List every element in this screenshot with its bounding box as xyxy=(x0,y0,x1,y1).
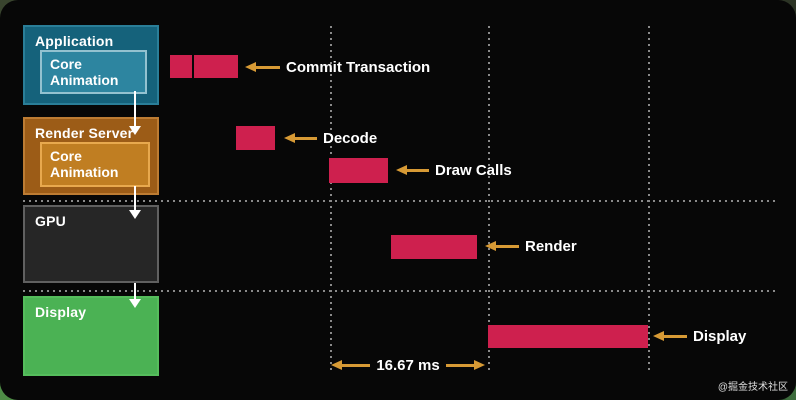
right-arrow-icon xyxy=(474,360,486,370)
stage-application: Application Core Animation xyxy=(23,25,159,105)
callout-decode-label: Decode xyxy=(323,129,378,147)
callout-display: Display xyxy=(653,327,746,345)
stage-application-label: Application xyxy=(35,33,114,49)
bar-decode xyxy=(236,126,275,150)
callout-display-label: Display xyxy=(693,327,747,345)
render-server-core-animation-box: Core Animation xyxy=(40,142,150,187)
callout-draw-calls: Draw Calls xyxy=(396,161,512,179)
flow-arrow-app-to-render-head-icon xyxy=(129,126,141,135)
row-divider-render-gpu xyxy=(23,200,778,202)
callout-render: Render xyxy=(485,237,577,255)
arrow-shaft xyxy=(295,136,317,140)
flow-arrow-gpu-to-display-head-icon xyxy=(129,299,141,308)
stage-display: Display xyxy=(23,296,159,376)
bar-display xyxy=(488,325,648,348)
callout-draw-calls-label: Draw Calls xyxy=(435,161,512,179)
application-core-animation-box: Core Animation xyxy=(40,50,147,94)
frame-interval-label: 16.67 ms xyxy=(376,356,440,374)
frame-interval-annotation: 16.67 ms xyxy=(331,356,486,374)
left-arrow-icon xyxy=(331,360,342,370)
arrow-shaft xyxy=(342,363,371,367)
bar-render xyxy=(391,235,477,259)
application-core-animation-label: Core Animation xyxy=(50,56,119,88)
arrow-shaft xyxy=(664,334,687,338)
bar-commit-transaction-segment-1 xyxy=(170,55,192,78)
arrow-shaft xyxy=(496,244,519,248)
bar-draw-calls xyxy=(329,158,388,183)
arrow-shaft xyxy=(407,168,429,172)
left-arrow-icon xyxy=(396,165,407,175)
stage-render-server-label: Render Server xyxy=(35,125,134,141)
bar-commit-transaction-segment-2 xyxy=(194,55,238,78)
render-server-core-animation-label: Core Animation xyxy=(50,148,119,180)
flow-arrow-render-to-gpu-shaft xyxy=(134,186,136,210)
left-arrow-icon xyxy=(245,62,256,72)
watermark: @掘金技术社区 xyxy=(717,382,788,393)
stage-display-label: Display xyxy=(35,304,87,320)
callout-decode: Decode xyxy=(284,129,377,147)
left-arrow-icon xyxy=(485,241,496,251)
flow-arrow-app-to-render-shaft xyxy=(134,91,136,126)
row-divider-gpu-display xyxy=(23,290,778,292)
callout-commit-transaction: Commit Transaction xyxy=(245,58,430,76)
flow-arrow-render-to-gpu-head-icon xyxy=(129,210,141,219)
callout-commit-transaction-label: Commit Transaction xyxy=(286,58,431,76)
arrow-shaft xyxy=(256,65,280,69)
arrow-shaft xyxy=(445,363,475,367)
left-arrow-icon xyxy=(653,331,664,341)
left-arrow-icon xyxy=(284,133,295,143)
stage-gpu-label: GPU xyxy=(35,213,66,229)
callout-render-label: Render xyxy=(525,237,577,255)
